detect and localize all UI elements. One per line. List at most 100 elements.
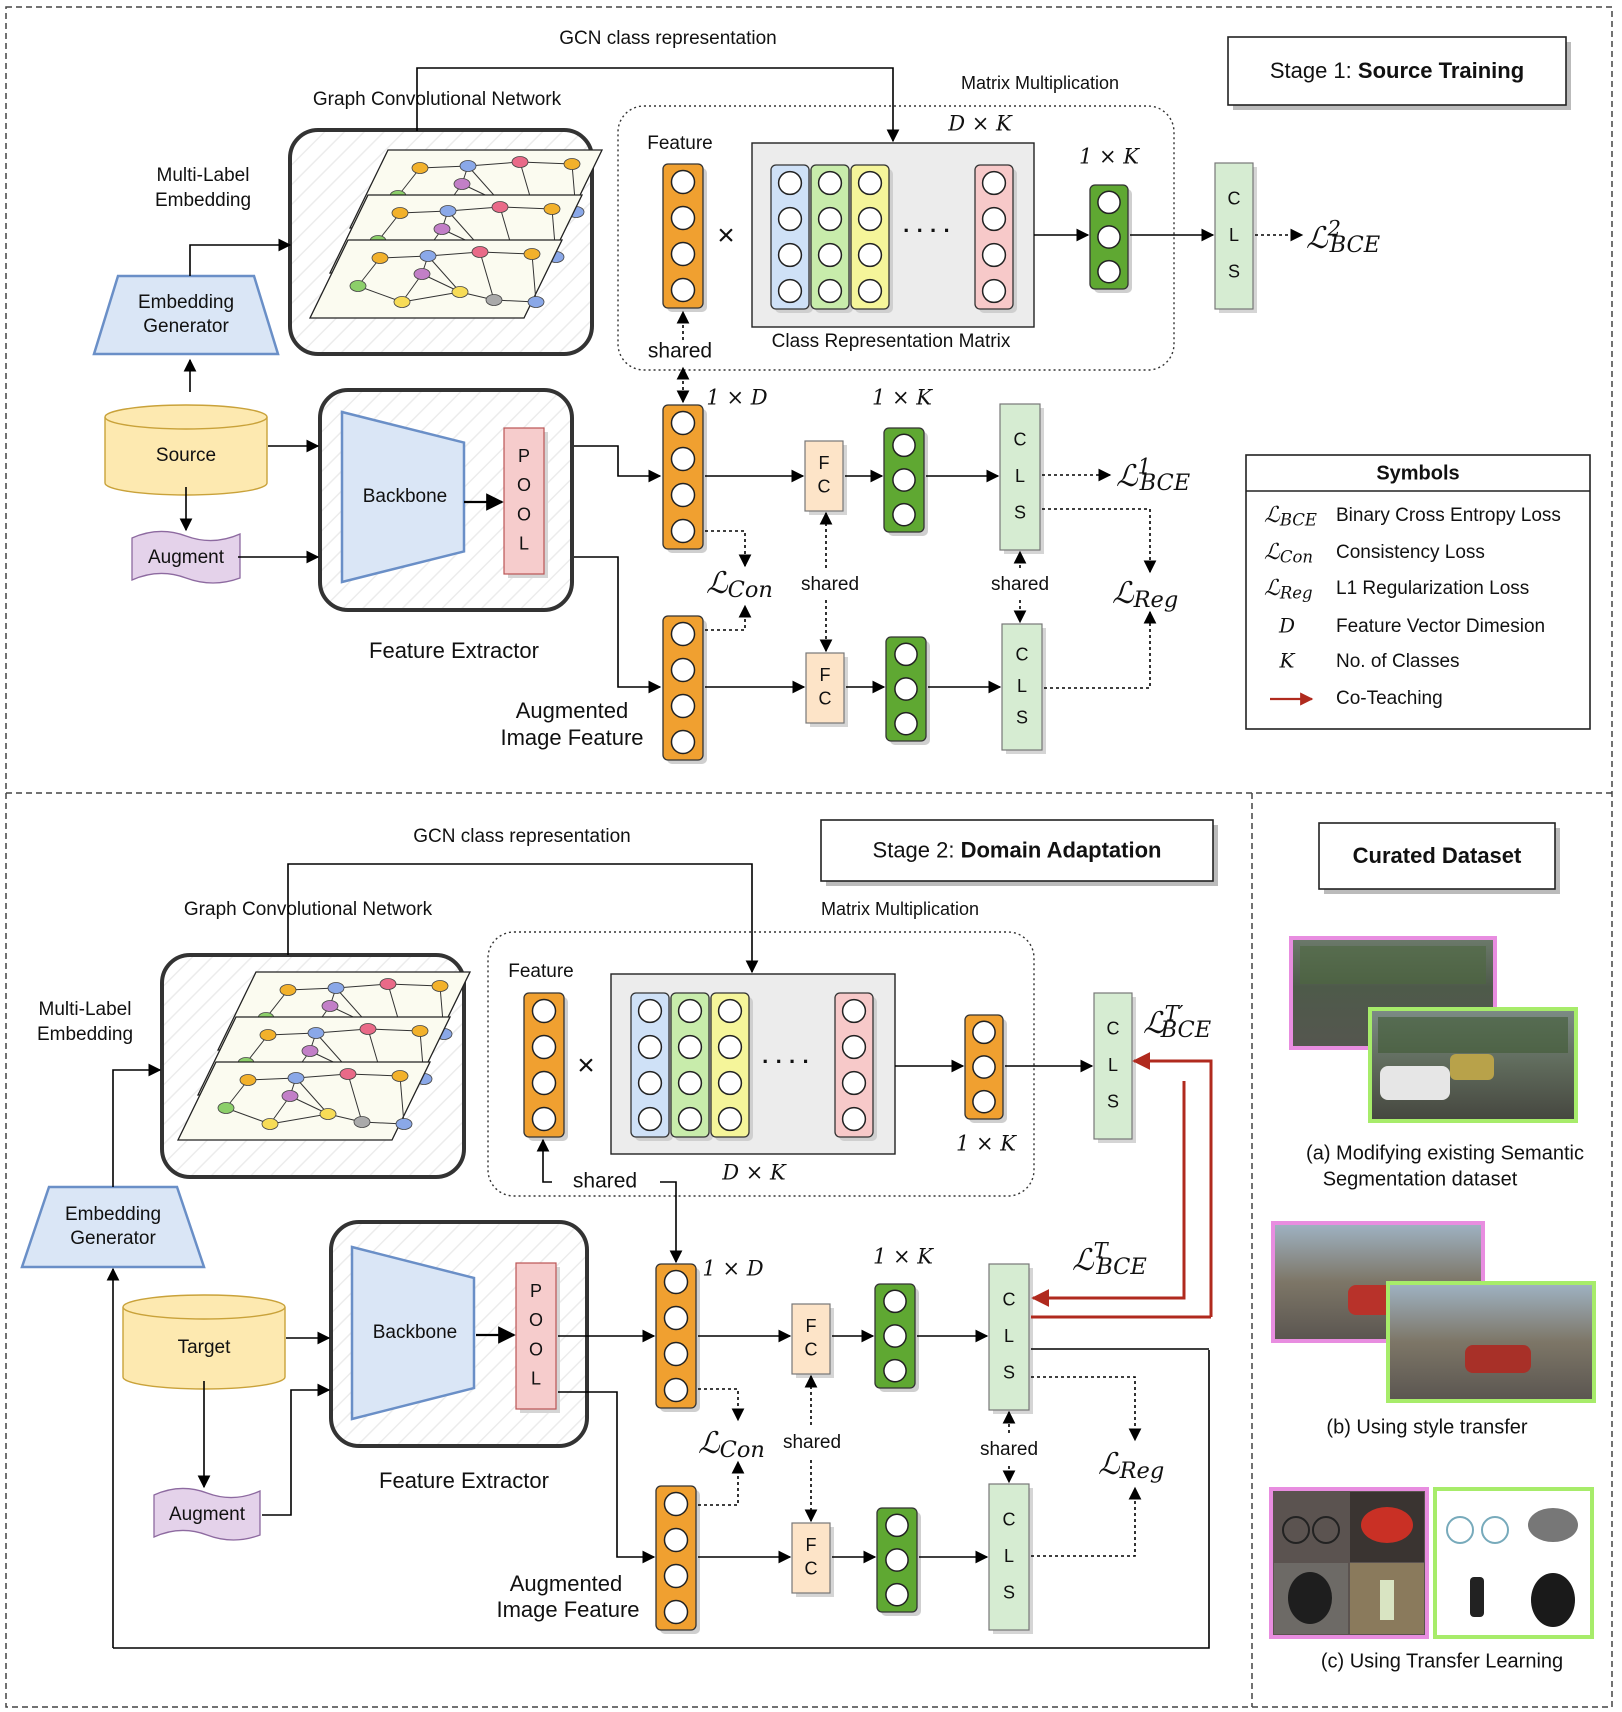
ellipsis: · · · · [903,218,951,243]
stage1-title-text: Stage 1: Source Training [1270,58,1524,83]
graph-node [491,201,509,213]
aug-to-con [705,604,752,631]
node-circle [841,1070,867,1096]
node-circle [637,998,663,1024]
helmet [1528,1508,1578,1542]
graph-edge [479,251,495,301]
graph-edge [427,255,461,293]
graph-node [543,203,561,215]
node-circle [972,1089,996,1114]
graph-node [281,1090,299,1102]
graph-node [217,1102,235,1114]
helmet [1361,1507,1413,1543]
node-circle [817,278,843,304]
cls-main: CLS [988,1263,1033,1414]
graph-node [319,1108,337,1120]
graph-node [391,207,409,219]
node-circle [981,278,1007,304]
co-teaching-arrow-1 [1031,1081,1186,1307]
onexk-mid-label: 1 × K [872,386,933,410]
cls-top-body [1093,992,1133,1140]
fc-main-body [791,1303,831,1375]
node-circle [981,206,1007,232]
symbol-loss-script: ℒ [1264,576,1281,601]
symbols-box [1245,454,1591,730]
node-circle [670,277,696,303]
node-circle [677,998,703,1024]
cls-aug-letter: S [1003,1582,1015,1602]
graph-node [371,252,389,264]
graph-node [301,1045,319,1057]
gcn-graph [176,971,472,1141]
graph-node [413,268,431,280]
bottle [1470,1577,1484,1617]
graph-edge [401,291,461,303]
node-circle [894,677,918,701]
matrix-col-blue-body [770,164,810,310]
augment-to-fe [262,1383,331,1516]
node-circle [663,1527,689,1553]
node-circle [637,1034,663,1060]
wheel [1312,1516,1340,1544]
loss-bce1-script: ℒ [1116,459,1139,494]
loss-bce2-script: ℒ [1306,221,1329,256]
cls-top-letter: S [1228,261,1240,281]
gcn-class-rep-arrow [287,863,759,974]
pool-to-feat-aug [558,1391,656,1564]
symbol-loss-script: ℒ [1264,503,1281,528]
graph-edge [367,1028,421,1032]
feature-vector-main-body [662,404,704,550]
node-circle [531,1106,557,1132]
graph-node [439,205,457,217]
graph-node [279,984,297,996]
shared-cls-label: shared [980,1439,1038,1460]
node-circle [670,518,696,544]
fc-main-letter: F [806,1316,817,1336]
shared-fc-label: shared [801,574,859,595]
graph-node [411,162,429,174]
loss-con: ℒCon [706,566,773,603]
cylinder-top [122,1294,286,1320]
graph-node [451,286,469,298]
graph-edge [315,1028,369,1034]
caption-c: (c) Using Transfer Learning [1321,1650,1563,1672]
symbol-desc: L1 Regularization Loss [1336,578,1529,599]
curated-title: Curated Dataset [1318,822,1560,894]
graph-edge [499,206,553,210]
matrix-mult-container [487,931,1035,1197]
graph-plane [176,1061,432,1141]
backbone-shape [350,1245,476,1421]
cls-main-letter: C [1003,1289,1016,1309]
target-db-label: Target [178,1337,232,1358]
node-circle [972,1055,996,1079]
graph-edge [269,1113,329,1125]
symbol-desc: Consistency Loss [1336,542,1485,563]
loss-bce-t-script: ℒ [1072,1243,1095,1278]
matrix-col-green [670,992,713,1141]
onexd-label: 1 × D [702,1257,763,1281]
multi-label-2: Embedding [155,190,251,211]
node-circle [885,1548,909,1572]
loss-bce1-sup: 1 [1138,454,1151,478]
node-circle [777,242,803,268]
emb-to-gcn-arrow [189,238,292,276]
matrix-col-green [810,164,853,313]
photo-c1 [1269,1487,1429,1639]
node-circle [857,242,883,268]
main-to-con [705,530,752,568]
graph-edge [387,983,441,987]
graph-node [511,156,529,168]
loss-reg: ℒReg [1098,1447,1164,1484]
node-circle [670,621,696,647]
loss-bce1-sub: BCE [1139,470,1191,496]
shared-fc-label: shared [783,1432,841,1453]
node-circle [663,1491,689,1517]
curated-dataset-panel: Curated Dataset(a) Modifying existing Se… [1269,822,1596,1672]
matrix-col-yellow [710,992,753,1141]
node-circle [883,1358,907,1383]
graph-node [393,296,411,308]
node-circle [894,711,918,736]
cls-main-to-reg [1031,1376,1142,1442]
